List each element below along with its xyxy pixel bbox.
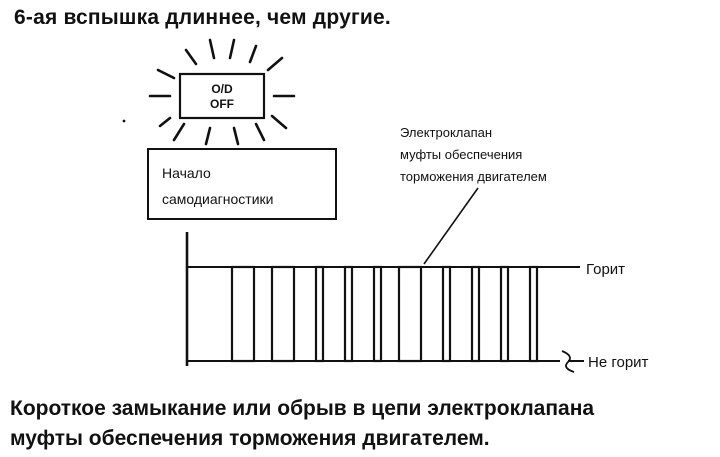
start-box-line2: самодиагностики: [162, 191, 273, 207]
start-box-line1: Начало: [162, 165, 211, 181]
pulse-7: [441, 265, 452, 363]
page-title: 6-ая вспышка длиннее, чем другие.: [14, 6, 391, 29]
indicator-lamp: [178, 72, 266, 120]
pulse-2: [270, 265, 296, 363]
pulse-10: [528, 265, 539, 363]
pulse-5: [372, 265, 383, 363]
timing-diagram: Горит Не горит: [185, 232, 649, 373]
callout-line2: муфты обеспечения: [400, 147, 522, 162]
pulse-4: [343, 265, 354, 363]
caption-line2: муфты обеспечения торможения двигателем.: [10, 427, 490, 450]
pulse-6: [397, 265, 423, 363]
speck: [122, 119, 126, 123]
start-box: Начало самодиагностики: [147, 148, 337, 220]
callout-line3: торможения двигателем: [400, 169, 547, 184]
callout-line1: Электроклапан: [400, 125, 492, 140]
start-box-frame: [147, 148, 337, 220]
level-label-on: Горит: [586, 261, 625, 278]
indicator-label-bottom: OFF: [210, 97, 234, 111]
pulse-8: [470, 265, 481, 363]
callout: Электроклапан муфты обеспечения торможен…: [400, 125, 547, 265]
level-label-off: Не горит: [588, 354, 649, 371]
indicator-label-top: O/D: [211, 82, 233, 96]
flash-rays-icon: [148, 38, 296, 146]
pulse-9: [499, 265, 510, 363]
caption-line1: Короткое замыкание или обрыв в цепи элек…: [10, 397, 595, 420]
od-off-indicator: O/D OFF: [148, 38, 296, 146]
callout-leader: [423, 187, 479, 265]
caption: Короткое замыкание или обрыв в цепи элек…: [10, 394, 594, 454]
pulse-1: [230, 265, 256, 363]
pulse-train: [230, 265, 539, 363]
pulse-3: [314, 265, 325, 363]
